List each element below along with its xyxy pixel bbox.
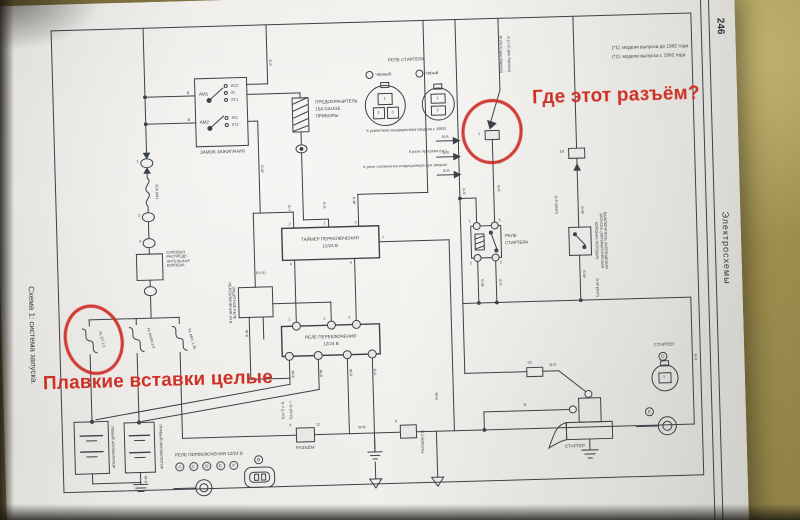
wire-gauge-label: B-R xyxy=(693,353,698,361)
page-number: 246 xyxy=(714,17,726,35)
ignition-contact-ig: IG xyxy=(230,90,235,95)
legend-letter: A xyxy=(175,462,185,472)
pin: 8 xyxy=(395,419,398,424)
starter-relay-line1: РЕЛЕ xyxy=(504,232,518,239)
switch-relay-label-2: 12/24 В xyxy=(323,340,339,347)
pin: 2 xyxy=(377,110,380,115)
starter-relay-line2: СТАРТЕРА xyxy=(505,239,529,246)
wire-gauge-label: W-B xyxy=(348,368,353,377)
guard-relay-label: ЗАЩИТНОЕ РЕЛЕ ПЕРЕКЛЮЧЕНИЯ 24 В xyxy=(227,282,237,323)
power-box-label: СИЛОВАЯ РАСПРЕДЕ- ЛИТЕЛЬНАЯ КОРОБКА xyxy=(166,250,190,268)
wire-gauge-label: B-Y xyxy=(287,205,292,212)
chain-conn-2: 2 xyxy=(138,213,141,218)
manual-page: 246 Электросхемы Схема 1: система запуск… xyxy=(0,0,750,520)
fusible-link-main-label: 50A AM1 xyxy=(154,184,159,200)
pin: 2 xyxy=(436,108,439,113)
wire-gauge-label: W-B xyxy=(358,425,366,430)
red-marker-circles xyxy=(63,98,523,375)
pin: 3 xyxy=(391,110,394,115)
ignition-am2: AM2 xyxy=(199,119,210,125)
pin: 7 xyxy=(381,235,385,240)
wire-gauge-label: B-R xyxy=(321,201,327,209)
pin: 5 xyxy=(349,260,352,265)
wire-gauge-label: W-B xyxy=(434,392,439,400)
pin: 3 xyxy=(354,220,357,225)
connector2-label: РАЗЪЕМ (*2) xyxy=(420,430,425,454)
chain-conn-1: 1 xyxy=(136,159,139,164)
wire-gauge-label: B-W xyxy=(480,279,485,287)
ignition-contact-st1: ST1 xyxy=(231,97,239,102)
scheme-title-vertical: Схема 1: система запуска. xyxy=(26,286,39,385)
ignition-contact-acc: ACC xyxy=(230,83,239,88)
ignition-am1: AM1 xyxy=(198,91,209,97)
timer-label-2: 12/24 В xyxy=(322,242,339,249)
pin: 5 xyxy=(498,218,501,223)
wire-gauge-label: B-W xyxy=(581,270,587,278)
power-box-line4: КОРОБКА xyxy=(166,262,185,268)
wire-gauge-label: W-B xyxy=(290,370,295,378)
fuse-label-2: 15A GAUGE xyxy=(315,105,341,112)
starter-conn-pin: 1 xyxy=(662,374,666,379)
ignition-feed-b2: B xyxy=(187,117,191,123)
connector19-number: 19 xyxy=(559,149,564,154)
pin: 5 xyxy=(289,423,292,428)
red-connector-pin: 1 xyxy=(478,131,481,136)
wire-gauge-label: B-Y (LHD) xyxy=(280,401,286,420)
wire-gauge-label: B-W xyxy=(580,206,585,214)
starter-relay-connectors-title: РЕЛЕ СТАРТЕРА xyxy=(387,56,425,63)
red-connector-ref: 2 xyxy=(498,160,502,165)
wire-gauge-label: W-B xyxy=(143,475,148,484)
pin: 3 xyxy=(499,260,502,265)
wire-gauge-label: B-R xyxy=(498,279,503,286)
wire-gauge-label: B-R xyxy=(442,134,449,139)
pin: 1 xyxy=(468,219,471,224)
pin: 4 xyxy=(289,262,292,267)
wire-gauge-label: B-W xyxy=(259,165,265,173)
pin: 1 xyxy=(383,96,386,101)
annotation-question: Где этот разъём? xyxy=(531,82,700,109)
ignition-contact-st2: ST2 xyxy=(231,122,239,127)
wire-gauge-label: B-R (МКП) xyxy=(553,195,559,214)
wire-gauge-label: B-R xyxy=(496,185,501,192)
connector1-label: РАЗЪЕМ xyxy=(295,444,315,451)
wire-gauge-label: B-R xyxy=(461,188,466,195)
pin: 2 xyxy=(348,315,351,320)
schematic-drawing xyxy=(50,0,725,520)
wire-gauge-label: B-R xyxy=(442,150,450,155)
legend-letter: C xyxy=(188,461,198,472)
wire-gauge-label: W-B xyxy=(244,329,249,338)
starter-label: СТАРТЕР xyxy=(564,443,586,449)
wire-gauge-label: L-O (RHD) xyxy=(288,401,294,420)
wire-gauge-label: W-B xyxy=(318,369,323,378)
legend-letter: E xyxy=(215,461,225,471)
pin: 1 xyxy=(436,96,439,101)
pin: 2 xyxy=(469,261,472,266)
ignition-feed-b1: B xyxy=(186,91,190,96)
legend-letter: D xyxy=(202,461,212,471)
wire-gauge-label: B-R xyxy=(443,168,450,173)
fuse-label-3: ПРИБОРЫ xyxy=(315,112,339,119)
ignition-contact-ig2: IG2 xyxy=(231,115,238,120)
inhibitor-switch-label: ВЫКЛЮЧАТЕЛЬ ЗАПРЕЩЕНИЯ ЗАПУСКА (АВТОМАТИ… xyxy=(594,212,609,269)
connector-color-gray: серый xyxy=(425,70,439,76)
connector22-number: 22 xyxy=(527,360,532,365)
wire-gauge-label: B-R xyxy=(267,59,273,67)
starter-legend-title: СТАРТЕР xyxy=(653,341,675,348)
pin: 1 xyxy=(288,317,291,322)
wire-gauge-label: B-O xyxy=(372,368,377,376)
wire-gauge-label: B xyxy=(523,402,527,407)
connector-color-black: черный xyxy=(375,71,392,77)
chain-conn-3: 3 xyxy=(138,239,142,244)
wire-gauge-label: B-W xyxy=(351,196,357,205)
timer-note: B (*1) xyxy=(255,270,266,276)
chapter-title-vertical: Электросхемы xyxy=(720,211,733,285)
pin: 1 xyxy=(323,221,326,226)
wire-gauge-label: B-R xyxy=(549,362,557,368)
legend-letter: F xyxy=(229,460,239,471)
pin: 2 xyxy=(288,222,291,227)
pin: 11 xyxy=(316,422,321,427)
wire-gauge-label: B-W (АКП) xyxy=(595,278,600,297)
pin: 1 xyxy=(323,316,326,321)
